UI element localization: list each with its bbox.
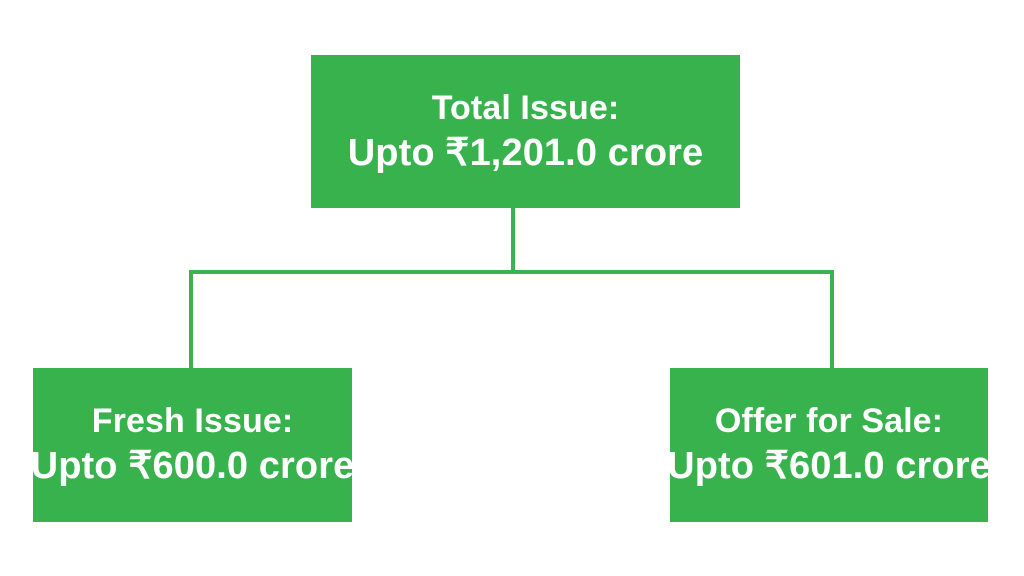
connector-horizontal-bar	[189, 270, 834, 274]
node-fresh-issue-amount: Upto ₹600.0 crore	[30, 445, 355, 488]
connector-drop-right	[830, 270, 834, 370]
node-total-issue-amount: Upto ₹1,201.0 crore	[347, 131, 704, 174]
node-total-issue-title: Total Issue:	[431, 88, 620, 127]
node-offer-for-sale-title: Offer for Sale:	[714, 402, 944, 441]
node-offer-for-sale: Offer for Sale: Upto ₹601.0 crore	[667, 368, 991, 522]
node-total-issue: Total Issue: Upto ₹1,201.0 crore	[311, 55, 740, 208]
node-fresh-issue-title: Fresh Issue:	[91, 402, 294, 441]
connector-vertical-stem	[511, 206, 515, 274]
connector-drop-left	[189, 270, 193, 370]
node-fresh-issue: Fresh Issue: Upto ₹600.0 crore	[30, 368, 355, 522]
node-offer-for-sale-amount: Upto ₹601.0 crore	[667, 445, 991, 488]
